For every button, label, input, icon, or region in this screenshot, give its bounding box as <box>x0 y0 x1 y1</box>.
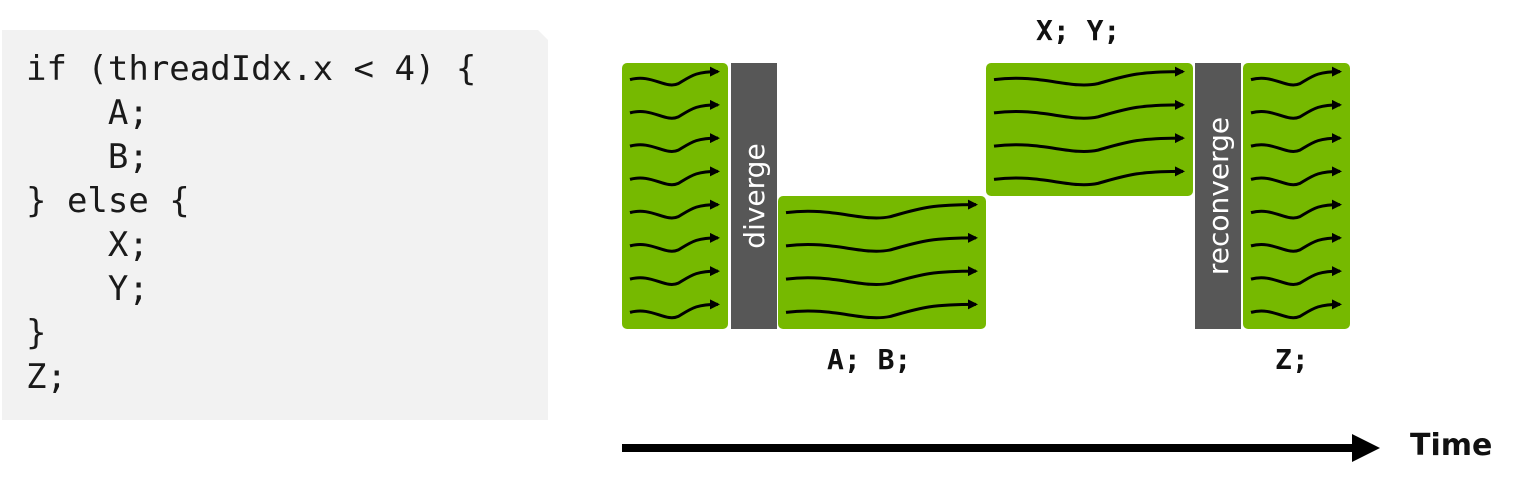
diverge-bar <box>731 63 777 329</box>
code-line: } <box>26 313 47 353</box>
code-panel: if (threadIdx.x < 4) { A; B; } else { X;… <box>2 30 548 420</box>
thread-arrow <box>1250 166 1342 187</box>
diverge-label: diverge <box>738 143 771 248</box>
start-block <box>622 63 728 329</box>
thread-arrow <box>785 266 978 286</box>
thread-arrow <box>993 133 1185 153</box>
code-line: X; <box>26 225 149 265</box>
thread-arrow <box>629 99 720 120</box>
reconverge-bar <box>1195 63 1241 329</box>
thread-arrow <box>1250 266 1342 286</box>
thread-arrow <box>785 232 978 253</box>
code-line: B; <box>26 137 149 177</box>
thread-arrow <box>1250 99 1342 120</box>
thread-arrow <box>629 299 720 320</box>
thread-arrow <box>629 66 720 87</box>
thread-arrows <box>629 66 1342 320</box>
thread-arrow <box>1250 133 1342 153</box>
time-label: Time <box>1410 428 1493 463</box>
code-line: Z; <box>26 357 67 397</box>
ab-block <box>778 196 986 329</box>
z-block <box>1243 63 1350 329</box>
code-line: Y; <box>26 269 149 309</box>
code-line: } else { <box>26 181 190 221</box>
thread-arrow <box>629 199 720 220</box>
thread-arrow <box>629 266 720 286</box>
thread-arrow <box>1250 299 1342 320</box>
thread-arrow <box>993 99 1185 120</box>
time-axis-arrowhead <box>1352 434 1380 462</box>
thread-arrow <box>993 66 1185 87</box>
thread-arrow <box>1250 199 1342 220</box>
xy-label: X; Y; <box>1036 14 1121 47</box>
code-line: A; <box>26 93 149 133</box>
thread-arrow <box>785 199 978 220</box>
code-line: if (threadIdx.x < 4) { <box>26 49 477 89</box>
thread-arrow <box>629 232 720 253</box>
thread-arrow <box>629 133 720 153</box>
thread-arrow <box>1250 232 1342 253</box>
ab-label: A; B; <box>827 343 912 376</box>
thread-arrow <box>629 166 720 187</box>
xy-block <box>986 63 1193 196</box>
reconverge-label: reconverge <box>1202 117 1235 275</box>
z-label: Z; <box>1275 343 1309 376</box>
thread-arrow <box>1250 66 1342 87</box>
thread-arrow <box>785 299 978 320</box>
thread-arrow <box>993 166 1185 187</box>
